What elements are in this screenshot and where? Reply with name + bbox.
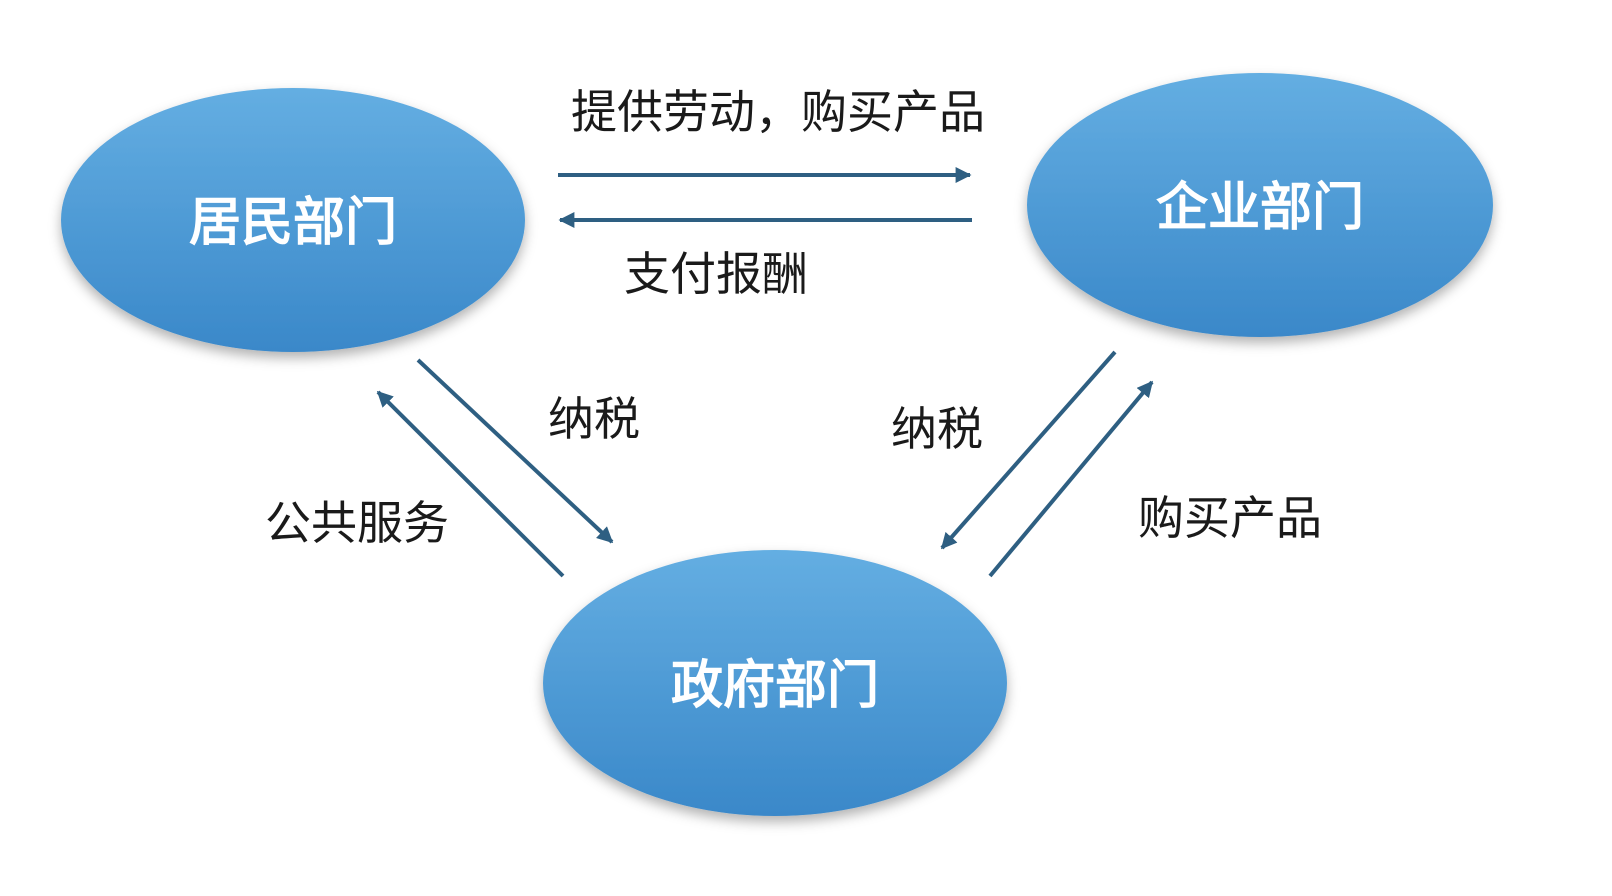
- node-households-label: 居民部门: [189, 193, 397, 253]
- node-households: 居民部门: [61, 88, 525, 352]
- label-households-to-government: 纳税: [548, 392, 640, 446]
- arrow-households-to-government: [416, 358, 614, 544]
- arrow-firms-to-government: [940, 350, 1117, 550]
- arrow-government-to-households: [376, 390, 565, 578]
- node-government-label: 政府部门: [671, 656, 879, 716]
- label-firms-to-households: 支付报酬: [624, 247, 808, 301]
- node-firms: 企业部门: [1027, 73, 1493, 337]
- label-government-to-firms: 购买产品: [1138, 491, 1322, 545]
- label-firms-to-government: 纳税: [891, 402, 983, 456]
- arrow-government-to-firms: [988, 380, 1154, 578]
- label-government-to-households: 公共服务: [265, 496, 449, 550]
- node-firms-label: 企业部门: [1156, 178, 1364, 238]
- node-government: 政府部门: [543, 550, 1007, 816]
- label-households-to-firms: 提供劳动，购买产品: [571, 85, 985, 139]
